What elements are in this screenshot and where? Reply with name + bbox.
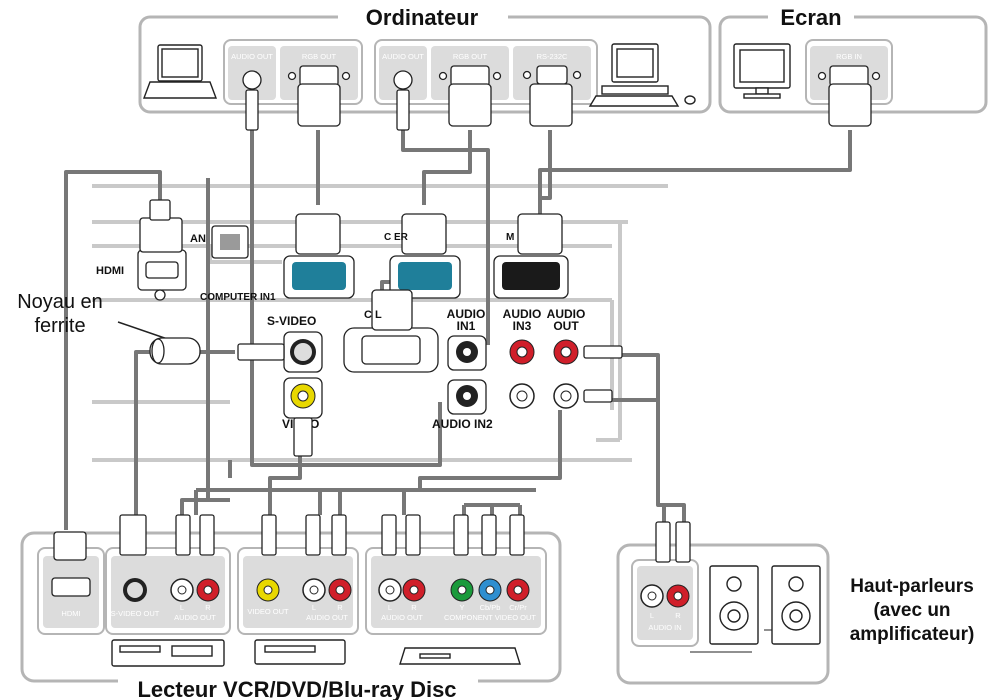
pc2-audio-out-label: AUDIO OUT [382, 52, 424, 61]
audio-in1-label-2: IN1 [457, 319, 476, 333]
rgb-in-label: RGB IN [836, 52, 862, 61]
monitor-label: M [506, 232, 514, 243]
monitor-icon [733, 43, 791, 99]
speakers-title-3: amplificateur) [850, 624, 975, 645]
hdmi-plug [139, 217, 183, 253]
player-group: Lecteur VCR/DVD/Blu-ray Disc HDMI S-VIDE… [20, 514, 562, 700]
comp-cb-label: Cb/Pb [480, 603, 501, 612]
pc2-rs232c-label: RS-232C [537, 52, 568, 61]
player-hdmi-port [51, 577, 91, 597]
comp-l-label: L [388, 603, 392, 612]
video-audio-out-label: AUDIO OUT [306, 613, 348, 622]
spk-l-label: L [650, 611, 654, 620]
computer-in1-label: COMPUTER IN1 [200, 292, 276, 303]
dvd-player-icon [254, 639, 346, 665]
s-video-label: S-VIDEO [267, 314, 316, 328]
comp-y-label: Y [459, 603, 464, 612]
audio-in3-label-1: AUDIO [503, 307, 542, 321]
comp-audio-out-label: AUDIO OUT [381, 613, 423, 622]
audio-out-label-2: OUT [553, 319, 579, 333]
speaker-group: L R AUDIO IN Haut-parleurs (avec un ampl… [616, 521, 975, 685]
video-out-label: VIDEO OUT [247, 607, 289, 616]
screen-title: Ecran [780, 5, 841, 30]
computer-in2-label: C ER [384, 232, 409, 243]
computer-title: Ordinateur [366, 5, 479, 30]
projector-ports: HDMI AN COMPUTER IN1 C ER M C L S-V [96, 199, 623, 457]
player-hdmi-label: HDMI [61, 609, 80, 618]
comp-r-label: R [411, 603, 417, 612]
laptop-icon [142, 44, 218, 99]
audio-in1-label-1: AUDIO [447, 307, 486, 321]
pc1-audio-out-label: AUDIO OUT [231, 52, 273, 61]
pc1-rgb-out-label: RGB OUT [302, 52, 337, 61]
video-l-label: L [312, 603, 316, 612]
pc2-audio-jack [393, 70, 413, 90]
svideo-out-label: S-VIDEO OUT [111, 609, 160, 618]
pc2-rgb-out-label: RGB OUT [453, 52, 488, 61]
pc1-rgb-port [299, 65, 339, 87]
lan-label: AN [190, 233, 206, 245]
audio-in2-label: AUDIO IN2 [432, 417, 493, 431]
ferrite-label-1: Noyau en [17, 291, 103, 313]
svideo-r-label: R [205, 603, 211, 612]
audio-in3-label-2: IN3 [513, 319, 532, 333]
audio-out-label-1: AUDIO [547, 307, 586, 321]
svideo-audio-out-label: AUDIO OUT [174, 613, 216, 622]
computer-group: Ordinateur AUDIO OUT RGB OUT AUDIO OUT R… [138, 2, 712, 114]
speakers-title-1: Haut-parleurs [850, 576, 974, 597]
bluray-player-icon [399, 647, 521, 665]
vcr-icon [111, 639, 225, 667]
video-r-label: R [337, 603, 343, 612]
svideo-l-label: L [180, 603, 184, 612]
control-label: C L [364, 309, 382, 321]
desktop-computer-icon [588, 43, 696, 107]
pc2-rgb-port [450, 65, 490, 87]
pc1-audio-jack [242, 70, 262, 90]
screen-rgb-in-port [829, 65, 869, 87]
hdmi-label: HDMI [96, 265, 124, 277]
speaker-left-icon [709, 565, 759, 645]
cables [64, 118, 852, 530]
comp-cr-label: Cr/Pr [509, 603, 527, 612]
rgb-plugs [245, 83, 872, 131]
ferrite-label-2: ferrite [34, 315, 85, 337]
screen-group: Ecran RGB IN [718, 2, 988, 114]
player-title: Lecteur VCR/DVD/Blu-ray Disc [137, 677, 456, 700]
component-video-out-label: COMPONENT VIDEO OUT [444, 613, 536, 622]
speakers-title-2: (avec un [873, 600, 950, 621]
pc2-rs232c-port [536, 65, 568, 85]
ferrite-callout: Noyau en ferrite [17, 291, 201, 365]
spk-r-label: R [675, 611, 681, 620]
spk-audio-in-label: AUDIO IN [648, 623, 681, 632]
speaker-right-icon [771, 565, 821, 645]
